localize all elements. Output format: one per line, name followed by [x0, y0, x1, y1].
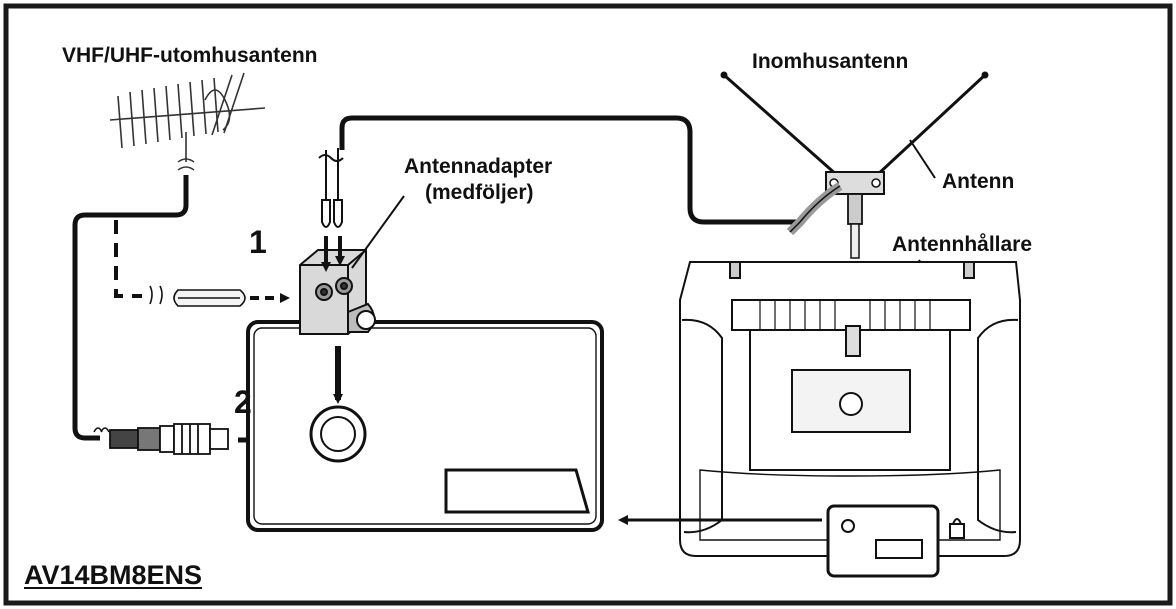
leader-antenna — [909, 139, 936, 179]
outdoor-cable — [72, 175, 189, 441]
antenna-label: Antenn — [942, 170, 1015, 193]
twin-lead-connector-icon — [318, 148, 344, 228]
dashed-cable — [114, 220, 142, 298]
antenna-adapter-label: Antennadapter — [404, 155, 553, 178]
antenna-socket-icon — [309, 405, 367, 463]
indoor-antenna-icon — [720, 71, 989, 259]
model-number-label: AV14BM8ENS — [24, 560, 203, 590]
indoor-antenna-label: Inomhusantenn — [752, 50, 909, 73]
panel-port-outline — [444, 468, 590, 514]
antenna-adapter-sublabel: (medföljer) — [425, 181, 534, 204]
coax-plug-icon — [109, 423, 229, 455]
indoor-cable — [339, 115, 800, 225]
ribbon-cable — [173, 289, 246, 307]
step-1-label: 1 — [249, 224, 267, 260]
step-2-label: 2 — [234, 384, 252, 420]
lock-icon — [949, 518, 965, 539]
leader-adapter — [351, 195, 405, 269]
antenna-holder-label: Antennhållare — [892, 233, 1033, 256]
outdoor-antenna-icon — [109, 72, 266, 171]
outdoor-antenna-label: VHF/UHF-utomhusantenn — [62, 44, 318, 67]
antenna-adapter-icon — [299, 249, 376, 335]
tv-rear-view-icon — [679, 261, 1021, 557]
